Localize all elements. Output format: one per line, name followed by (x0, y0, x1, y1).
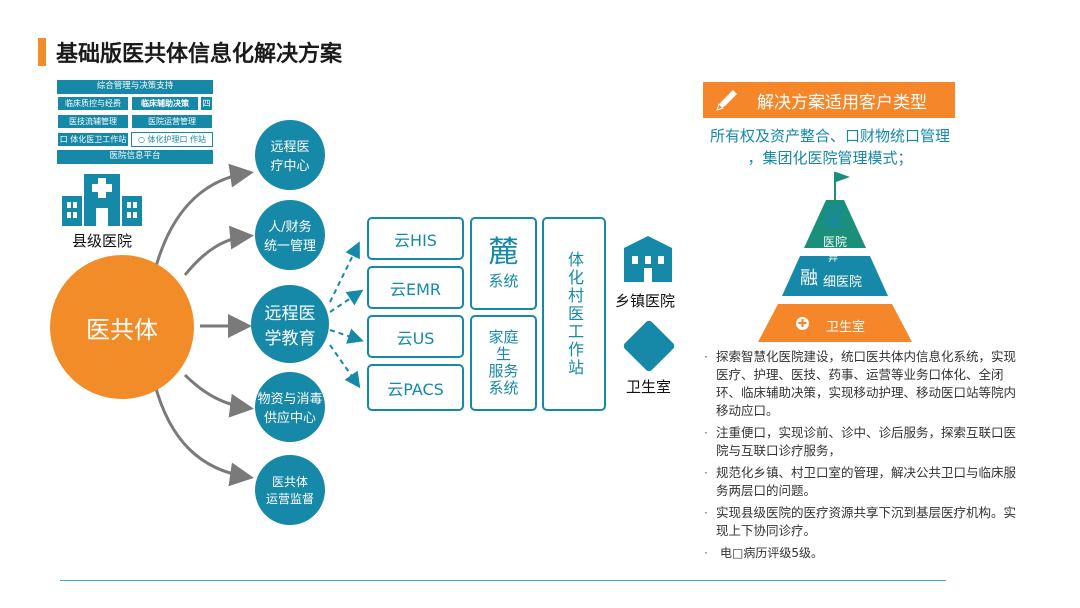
title-accent-bar (38, 38, 46, 66)
panel-cell: 口 体化医卫工作站 (57, 132, 129, 147)
service-circle-finance: 人/财务 统一管理 (255, 200, 325, 270)
feature-bullet: 实现县级医院的医疗资源共享下沉到基层医疗机构。实现上下协同诊疗。 (704, 504, 1026, 540)
system-box-label: 系统 (488, 272, 519, 290)
system-panel: 综合管理与决策支持 临床质控与经费 临床辅助决策 四 医技流辅管理 医院运营管理… (57, 80, 215, 164)
hospital-building-icon (62, 174, 142, 226)
panel-cell: 医院运营管理 (131, 114, 213, 129)
page-title: 基础版医共体信息化解决方案 (56, 42, 343, 67)
pyramid-diagram (758, 172, 912, 342)
panel-cell: 临床辅助决策 (131, 96, 199, 111)
cloud-pacs-box: 云PACS (367, 364, 464, 411)
medical-alliance-label: 医共体 (86, 315, 158, 344)
village-workstation-box: 体化村医工作站 (542, 217, 606, 411)
feature-bullet: 探索智慧化医院建设，统口医共体内信息化系统，实现医疗、护理、医技、药事、运营等业… (704, 348, 1026, 420)
township-hospital-icon (624, 236, 672, 282)
feature-bullet: 注重便口，实现诊前、诊中、诊后服务，探索互联口医院与互联口诊疗服务， (704, 424, 1026, 460)
bottom-divider (60, 580, 946, 581)
feature-bullet: 电□病历评级5级。 (704, 544, 1026, 562)
cloud-us-box: 云US (367, 315, 464, 358)
service-circle-line: 医共体 (271, 475, 308, 489)
panel-cell: 四 (200, 96, 213, 111)
service-circle-line: 远程医 (264, 304, 316, 324)
feature-bullets: 探索智慧化医院建设，统口医共体内信息化系统，实现医疗、护理、医技、药事、运营等业… (704, 348, 1026, 566)
pyramid-top-label: 医院 (823, 235, 848, 249)
panel-top-row: 综合管理与决策支持 (57, 80, 213, 94)
cloud-his-box: 云HIS (367, 217, 464, 260)
panel-bottom-row: 医院信息平台 (57, 150, 213, 164)
township-hospital-label: 乡镇医院 (615, 292, 676, 310)
pyramid-bottom-label: 卫生室 (826, 320, 866, 335)
system-box-char: 麓 (488, 235, 519, 270)
cloud-emr-box: 云EMR (367, 266, 464, 309)
family-service-label: 家庭 生 服务 系统 (488, 328, 519, 397)
village-workstation-label: 体化村医工作站 (565, 251, 584, 377)
customer-type-line: ，集团化医院管理模式； (747, 149, 913, 167)
panel-cell: 医技流辅管理 (57, 114, 129, 129)
pyramid-top-sub: 异 (828, 253, 838, 264)
service-circle-line: 运营监督 (265, 492, 314, 506)
customer-type-header-label: 解决方案适用客户类型 (757, 92, 927, 113)
service-circle-remote-medical: 远程医 疗中心 (255, 120, 325, 190)
service-circle-line: 疗中心 (270, 159, 310, 174)
pyramid-top-char: 星 (822, 204, 846, 232)
panel-cell: ○ 体化护理口 作站 (131, 132, 213, 147)
service-circle-line: 远程医 (270, 140, 310, 155)
family-service-system-box: 家庭 生 服务 系统 (470, 315, 537, 411)
service-circle-line: 供应中心 (263, 411, 316, 426)
pen-icon (716, 90, 737, 111)
pyramid-mid-label: 细医院 (823, 275, 863, 290)
feature-bullet: 规范化乡镇、村卫口室的管理，解决公共卫口与临床服务两层口的问题。 (704, 464, 1026, 500)
service-circle-remote-education: 远程医 学教育 (251, 285, 329, 363)
service-circle-supply: 物资与消毒 供应中心 (255, 372, 325, 442)
county-hospital-label: 县级医院 (72, 232, 133, 250)
system-box-top: 麓 系统 (470, 217, 537, 310)
pyramid-mid-char: 融 (800, 268, 818, 289)
medical-alliance-circle: 医共体 (50, 255, 194, 399)
service-circle-line: 统一管理 (263, 239, 316, 254)
panel-cell: 临床质控与经费 (57, 96, 129, 111)
service-circle-line: 人/财务 (268, 220, 312, 235)
service-circle-line: 学教育 (264, 329, 316, 349)
medical-cross-icon: ✚ (796, 317, 809, 330)
service-circle-supervision: 医共体 运营监督 (255, 455, 325, 525)
customer-type-header: 解决方案适用客户类型 (703, 82, 955, 118)
customer-type-line: 所有权及资产整合、口财物统口管理 (709, 127, 950, 145)
service-circle-line: 物资与消毒 (257, 392, 323, 407)
clinic-label: 卫生室 (626, 378, 672, 396)
